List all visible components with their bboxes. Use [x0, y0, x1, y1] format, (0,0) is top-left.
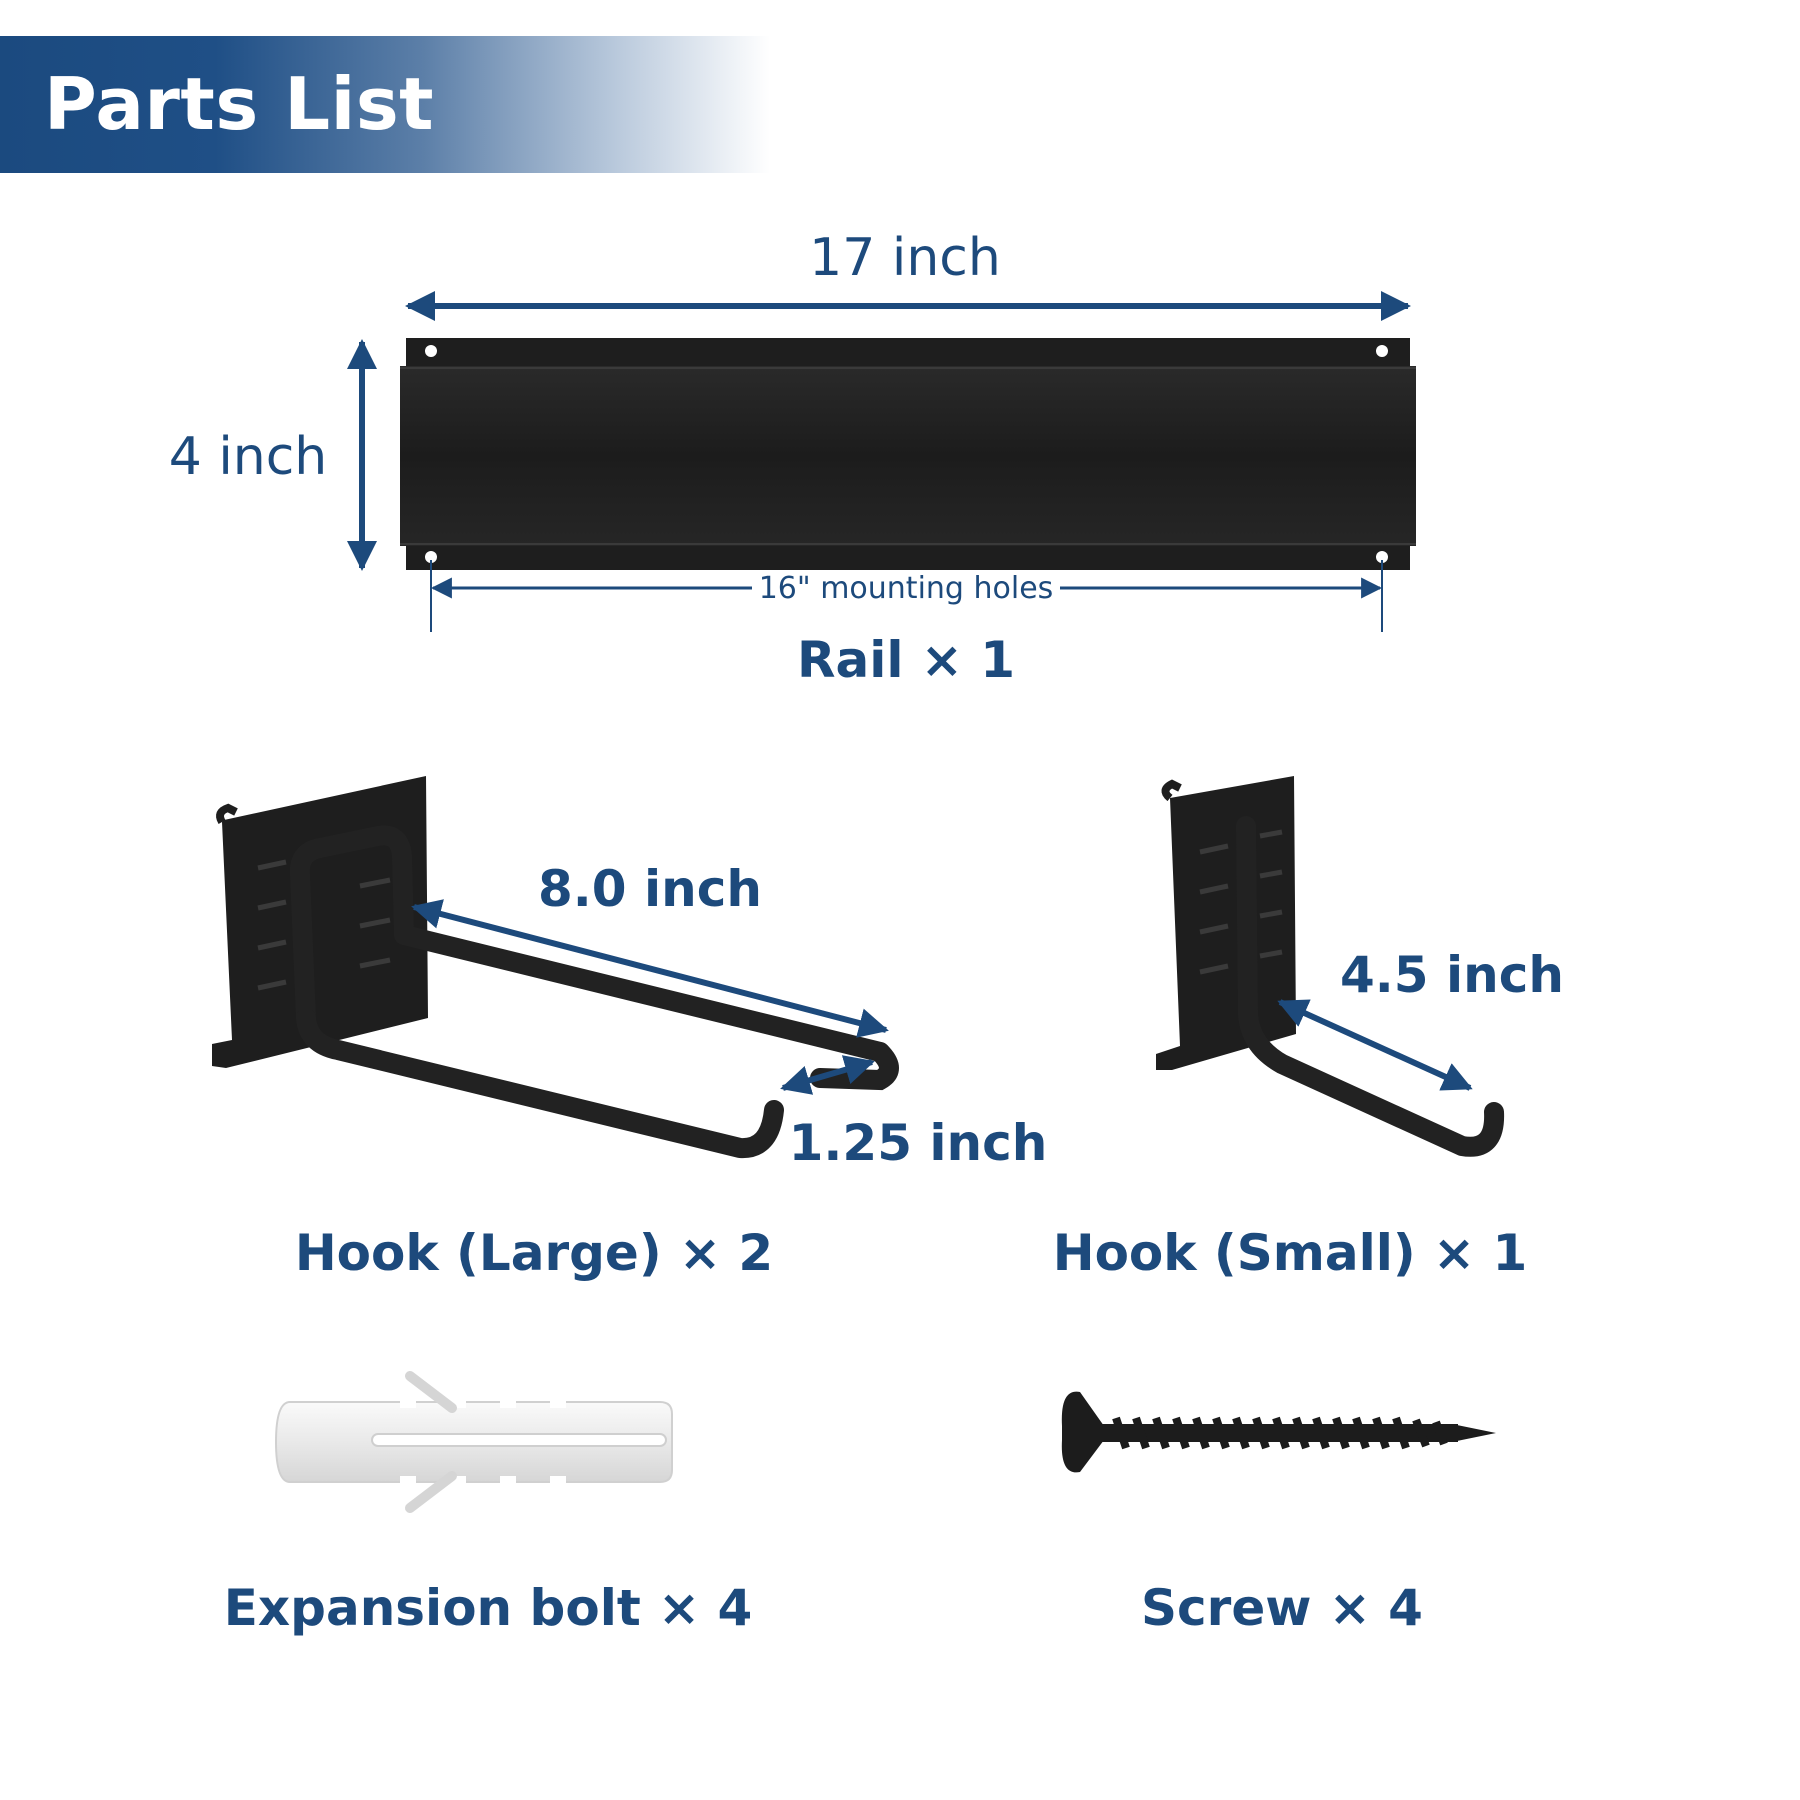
- rail-caption: Rail × 1: [797, 631, 1015, 689]
- large-hook-group: 8.0 inch 1.25 inch Hook (Large) × 2: [212, 776, 1047, 1282]
- expansion-bolt-caption: Expansion bolt × 4: [224, 1579, 752, 1637]
- holes-label: 16" mounting holes: [759, 571, 1054, 606]
- mounting-hole: [425, 551, 437, 563]
- large-hook-width-arrow: [780, 1055, 875, 1095]
- small-hook-caption: Hook (Small) × 1: [1053, 1224, 1528, 1282]
- large-hook-image: [212, 776, 899, 1159]
- screw-caption: Screw × 4: [1141, 1579, 1423, 1637]
- large-hook-width-label: 1.25 inch: [789, 1114, 1048, 1172]
- screw-image: [1061, 1391, 1496, 1473]
- large-hook-caption: Hook (Large) × 2: [295, 1224, 773, 1282]
- rail-width-label: 17 inch: [809, 228, 1001, 288]
- large-hook-length-arrow: [411, 899, 889, 1038]
- mounting-hole: [1376, 345, 1388, 357]
- small-hook-image: [1156, 776, 1505, 1157]
- small-hook-group: 4.5 inch Hook (Small) × 1: [1053, 776, 1564, 1282]
- screw-group: Screw × 4: [1061, 1391, 1496, 1637]
- small-hook-length-arrow: [1277, 999, 1473, 1091]
- expansion-bolt-image: [274, 1371, 673, 1513]
- mounting-hole: [425, 345, 437, 357]
- page-title: Parts List: [44, 62, 435, 146]
- large-hook-length-label: 8.0 inch: [538, 860, 762, 918]
- rail-group: 17 inch 4 inch 16" mounting holes Rail ×…: [169, 228, 1416, 689]
- rail-image: [400, 338, 1416, 570]
- rail-height-label: 4 inch: [169, 427, 328, 487]
- mounting-hole: [1376, 551, 1388, 563]
- expansion-bolt-group: Expansion bolt × 4: [224, 1371, 752, 1637]
- small-hook-length-label: 4.5 inch: [1340, 946, 1564, 1004]
- header-banner: Parts List: [0, 36, 770, 173]
